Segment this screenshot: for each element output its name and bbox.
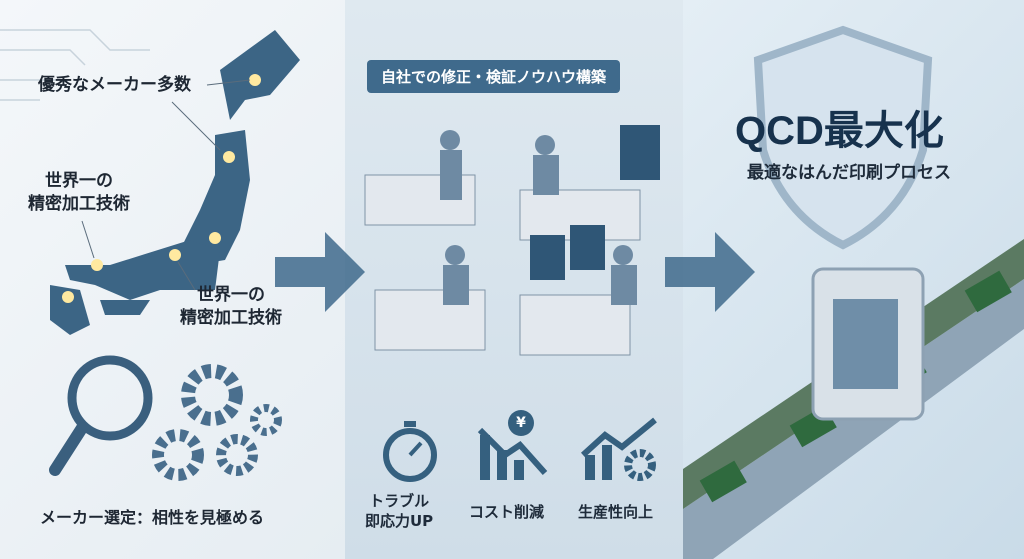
in-house-knowhow-panel: 自社での修正・検証ノウハウ構築 ¥ トラブル即応力UP コスト削減 生産性向上 — [345, 0, 683, 559]
shield-icon — [753, 25, 933, 250]
solder-printer-conveyor-illustration — [683, 239, 1024, 559]
cost-reduction-label: コスト削減 — [469, 503, 545, 521]
qcd-subtitle: 最適なはんだ印刷プロセス — [747, 163, 951, 183]
arrow-right-icon — [275, 232, 365, 312]
productivity-up-chart-icon — [580, 417, 657, 481]
japan-map-illustration — [0, 29, 300, 481]
yen-badge: ¥ — [508, 410, 534, 436]
qcd-panel: QCD最大化 最適なはんだ印刷プロセス — [683, 0, 1024, 559]
trouble-response-label: トラブル即応力UP — [365, 492, 434, 530]
knowhow-header: 自社での修正・検証ノウハウ構築 — [367, 60, 621, 93]
maker-selection-caption: メーカー選定：相性を見極める — [40, 508, 265, 527]
arrow-right-icon — [665, 232, 755, 312]
cost-down-chart-icon — [477, 427, 548, 480]
label-precision-tech-2: 世界一の精密加工技術 — [180, 285, 282, 328]
label-many-makers: 優秀なメーカー多数 — [38, 75, 191, 95]
lab-workers-illustration — [364, 125, 660, 356]
productivity-label: 生産性向上 — [578, 503, 654, 521]
magnifier-icon — [49, 355, 153, 476]
qcd-title: QCD最大化 — [735, 109, 944, 153]
stopwatch-icon — [383, 421, 437, 482]
gears-icon — [152, 364, 282, 481]
label-precision-tech-1: 世界一の精密加工技術 — [28, 171, 130, 214]
